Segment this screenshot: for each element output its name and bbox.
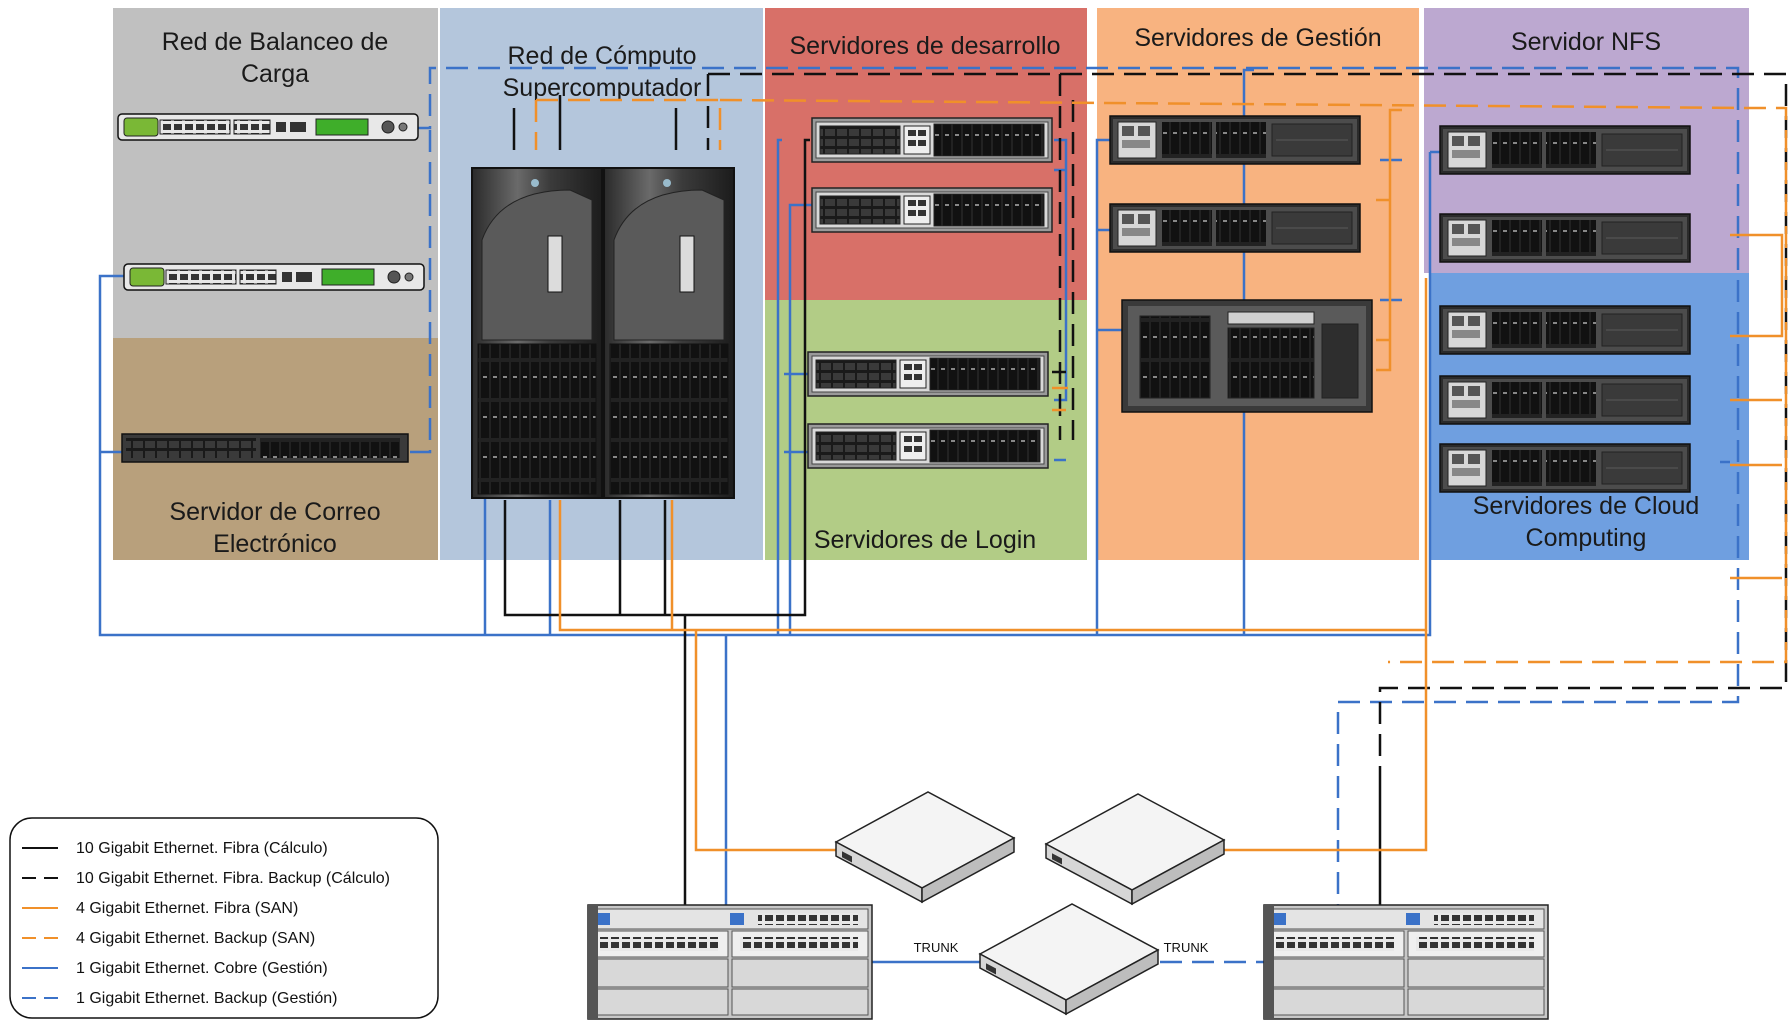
trunk-label-left: TRUNK bbox=[914, 940, 959, 955]
server-2u-icon bbox=[1439, 213, 1691, 263]
server-2u-icon bbox=[811, 187, 1053, 233]
zone-balanceo-title-2: Carga bbox=[241, 60, 309, 88]
core-switch-chassis-icon bbox=[587, 904, 873, 1020]
zone-gestion-title: Servidores de Gestión bbox=[1134, 24, 1381, 52]
legend-label-4: 1 Gigabit Ethernet. Cobre (Gestión) bbox=[76, 960, 328, 977]
legend-label-0: 10 Gigabit Ethernet. Fibra (Cálculo) bbox=[76, 840, 328, 857]
legend-label-1: 10 Gigabit Ethernet. Fibra. Backup (Cálc… bbox=[76, 870, 390, 887]
zone-cloud-title-2: Computing bbox=[1526, 524, 1647, 552]
core-switch-chassis-icon bbox=[1263, 904, 1549, 1020]
calculo-backup-links bbox=[706, 72, 1788, 780]
supercomputer-rack-icon bbox=[603, 167, 735, 499]
server-2u-icon bbox=[807, 351, 1049, 397]
server-2u-icon bbox=[1439, 443, 1691, 493]
legend-label-2: 4 Gigabit Ethernet. Fibra (SAN) bbox=[76, 900, 298, 917]
gestion-backup-links bbox=[410, 66, 1740, 964]
legend-label-3: 4 Gigabit Ethernet. Backup (SAN) bbox=[76, 930, 315, 947]
server-2u-icon bbox=[811, 117, 1053, 163]
server-2u-icon bbox=[1439, 375, 1691, 425]
legend-box bbox=[9, 817, 439, 1019]
load-balancer-icon bbox=[123, 263, 425, 291]
legend-items: 10 Gigabit Ethernet. Fibra (Cálculo) 10 G… bbox=[22, 840, 390, 1007]
calculo-links bbox=[503, 95, 1382, 905]
network-switch-icon bbox=[979, 903, 1159, 1015]
server-2u-icon bbox=[1439, 305, 1691, 355]
zone-desarrollo-title: Servidores de desarrollo bbox=[790, 32, 1061, 60]
zone-login-title: Servidores de Login bbox=[814, 526, 1036, 554]
server-2u-icon bbox=[807, 423, 1049, 469]
zone-cloud-title-1: Servidores de Cloud bbox=[1473, 492, 1700, 520]
san-backup-links bbox=[534, 98, 1788, 664]
zone-nfs-title: Servidor NFS bbox=[1511, 28, 1661, 56]
mail-server-icon bbox=[121, 433, 409, 463]
network-switch-icon bbox=[1045, 793, 1225, 905]
trunk-label-right: TRUNK bbox=[1164, 940, 1209, 955]
network-switch-icon bbox=[835, 791, 1015, 903]
zone-correo-title-2: Electrónico bbox=[213, 530, 337, 558]
legend-label-5: 1 Gigabit Ethernet. Backup (Gestión) bbox=[76, 990, 337, 1007]
zone-balanceo-title-1: Red de Balanceo de bbox=[162, 28, 389, 56]
legend: 10 Gigabit Ethernet. Fibra (Cálculo) 10 G… bbox=[9, 817, 439, 1019]
server-2u-icon bbox=[1439, 125, 1691, 175]
zone-computo-title-2: Supercomputador bbox=[503, 74, 702, 102]
zone-correo-title-1: Servidor de Correo bbox=[169, 498, 380, 526]
san-links bbox=[558, 108, 1784, 852]
server-2u-icon bbox=[1109, 203, 1361, 253]
server-tower-icon bbox=[1121, 299, 1373, 413]
zone-gestion bbox=[1097, 8, 1419, 560]
supercomputer-rack-icon bbox=[471, 167, 603, 499]
connections bbox=[98, 66, 1788, 964]
zone-computo-title-1: Red de Cómputo bbox=[507, 42, 696, 70]
server-2u-icon bbox=[1109, 115, 1361, 165]
load-balancer-icon bbox=[117, 113, 419, 141]
